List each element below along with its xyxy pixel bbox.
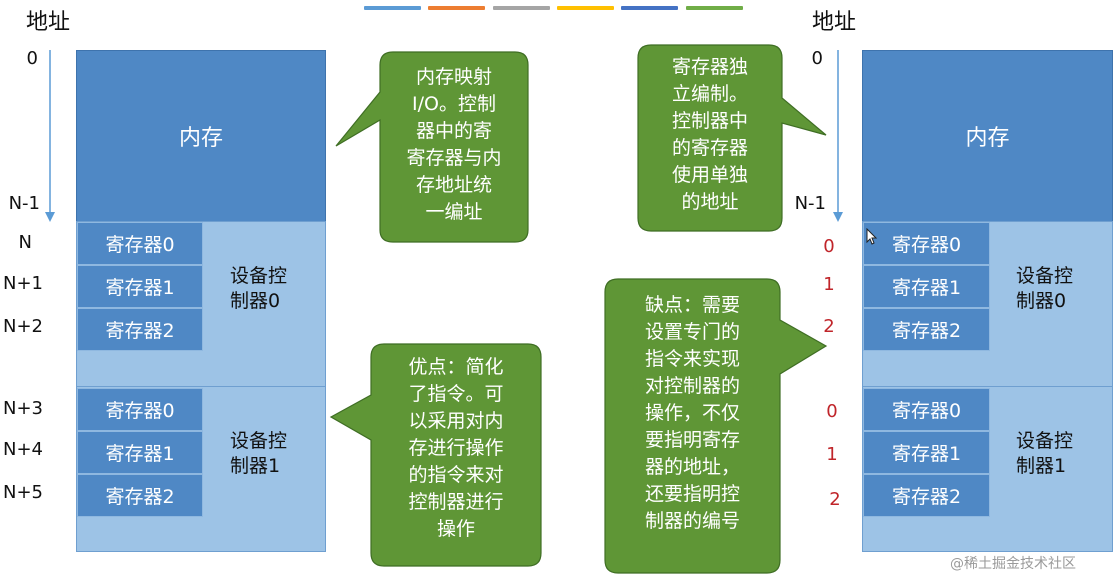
watermark: @稀土掘金技术社区 — [950, 556, 1076, 572]
right-dev0-label-line1: 设备控 — [1016, 265, 1074, 287]
right-dev1-regnum-2: 2 — [829, 489, 841, 510]
left-dev1-register-0: 寄存器0 — [77, 388, 203, 431]
left-address-n-minus-1: N-1 — [8, 193, 40, 214]
bubble-line: 器的地址， — [644, 456, 740, 478]
bubble-independent-text: 寄存器独 立编制。 控制器中 的寄存器 使用单独 的地址 — [638, 54, 782, 216]
bubble-line: 还要指明控 — [644, 483, 740, 505]
right-dev0-register-1: 寄存器1 — [863, 265, 990, 308]
legend-line-6 — [686, 6, 743, 10]
bubble-line: 存进行操作 — [408, 437, 504, 459]
right-dev1-regnum-1: 1 — [826, 444, 838, 465]
bubble-memory-mapped-shape — [335, 51, 529, 243]
bubble-independent-shape — [637, 44, 827, 232]
bubble-line: 的寄存器 — [671, 137, 748, 159]
right-address-title: 地址 — [812, 10, 857, 35]
right-dev0-regnum-1: 1 — [823, 274, 835, 295]
left-dev0-register-0: 寄存器0 — [77, 222, 203, 265]
bubble-line: 缺点：需要 — [644, 294, 740, 316]
bubble-line: 制器的编号 — [644, 510, 740, 532]
bubble-line: 使用单独 — [671, 164, 748, 186]
bubble-line: 一编址 — [425, 201, 483, 223]
bubble-advantage-shape — [329, 343, 542, 567]
bubble-disadvantage-text: 缺点：需要 设置专门的 指令来实现 对控制器的 操作，不仅 要指明寄存 器的地址… — [605, 292, 780, 535]
bubble-line: 对控制器的 — [644, 375, 740, 397]
legend-line-5 — [621, 6, 678, 10]
left-dev1-label: 设备控 制器1 — [230, 429, 287, 479]
right-dev0-register-2: 寄存器2 — [863, 308, 990, 351]
left-address-n3: N+3 — [3, 398, 43, 419]
bubble-advantage-text: 优点：简化 了指令。可 以采用对内 存进行操作 的指令来对 控制器进行 操作 — [371, 354, 541, 543]
left-dev0-label-line2: 制器0 — [230, 290, 281, 312]
left-address-n5: N+5 — [3, 482, 43, 503]
left-address-n1: N+1 — [3, 273, 43, 294]
legend-line-3 — [493, 6, 550, 10]
bubble-line: 内存映射 — [415, 66, 492, 88]
right-dev1-regnum-0: 0 — [826, 401, 838, 422]
right-dev0-regnum-2: 2 — [823, 316, 835, 337]
left-address-title: 地址 — [26, 10, 71, 35]
left-dev0-label-line1: 设备控 — [230, 265, 288, 287]
right-address-0: 0 — [811, 48, 823, 69]
right-memory-block: 内存 — [862, 50, 1113, 222]
left-dev0-label: 设备控 制器0 — [230, 264, 287, 314]
bubble-line: 存地址统 — [415, 174, 492, 196]
bubble-line: 立编制。 — [671, 83, 748, 105]
bubble-line: 操作 — [436, 518, 475, 540]
bubble-line: 操作，不仅 — [644, 402, 740, 424]
right-dev1-label-line2: 制器1 — [1016, 455, 1067, 477]
bubble-line: 以采用对内 — [408, 410, 504, 432]
legend-line-2 — [428, 6, 485, 10]
bubble-line: 优点：简化 — [408, 356, 504, 378]
bubble-line: 要指明寄存 — [644, 429, 740, 451]
right-memory-label: 内存 — [965, 126, 1010, 151]
left-address-n2: N+2 — [3, 316, 43, 337]
bubble-line: 的地址 — [681, 191, 739, 213]
right-dev0-register-0: 寄存器0 — [863, 222, 990, 265]
left-dev1-register-1: 寄存器1 — [77, 431, 203, 474]
bubble-memory-mapped-text: 内存映射 I/O。控制 器中的寄 寄存器与内 存地址统 一编址 — [380, 64, 528, 226]
right-dev0-label-line2: 制器0 — [1016, 290, 1067, 312]
bubble-disadvantage-shape — [604, 278, 828, 574]
left-address-0: 0 — [26, 48, 38, 69]
left-dev0-register-1: 寄存器1 — [77, 265, 203, 308]
bubble-line: 寄存器与内 — [406, 147, 502, 169]
right-dev0-regnum-0: 0 — [823, 236, 835, 257]
left-dev1-label-line2: 制器1 — [230, 455, 281, 477]
bubble-line: 寄存器独 — [671, 56, 748, 78]
left-address-n: N — [18, 232, 32, 253]
legend-line-4 — [557, 6, 614, 10]
right-dev1-register-1: 寄存器1 — [863, 431, 990, 474]
bubble-line: 指令来实现 — [644, 348, 740, 370]
bubble-line: 控制器中 — [671, 110, 748, 132]
left-dev1-label-line1: 设备控 — [230, 430, 288, 452]
mouse-cursor-icon — [866, 228, 878, 245]
bubble-line: 控制器进行 — [408, 491, 504, 513]
bubble-line: I/O。控制 — [412, 93, 496, 115]
bubble-line: 了指令。可 — [408, 383, 504, 405]
right-dev1-label-line1: 设备控 — [1016, 430, 1074, 452]
right-address-n-minus-1: N-1 — [794, 193, 826, 214]
left-dev1-register-2: 寄存器2 — [77, 474, 203, 517]
bubble-line: 设置专门的 — [644, 321, 740, 343]
right-dev1-register-0: 寄存器0 — [863, 388, 990, 431]
left-address-n4: N+4 — [3, 439, 43, 460]
left-dev0-register-2: 寄存器2 — [77, 308, 203, 351]
right-dev1-label: 设备控 制器1 — [1016, 429, 1073, 479]
legend-line-1 — [364, 6, 421, 10]
right-dev0-label: 设备控 制器0 — [1016, 264, 1073, 314]
bubble-line: 器中的寄 — [415, 120, 492, 142]
left-address-arrow — [45, 50, 55, 222]
left-memory-label: 内存 — [178, 126, 223, 151]
right-dev1-register-2: 寄存器2 — [863, 474, 990, 517]
right-address-arrow — [833, 50, 843, 222]
bubble-line: 的指令来对 — [408, 464, 504, 486]
